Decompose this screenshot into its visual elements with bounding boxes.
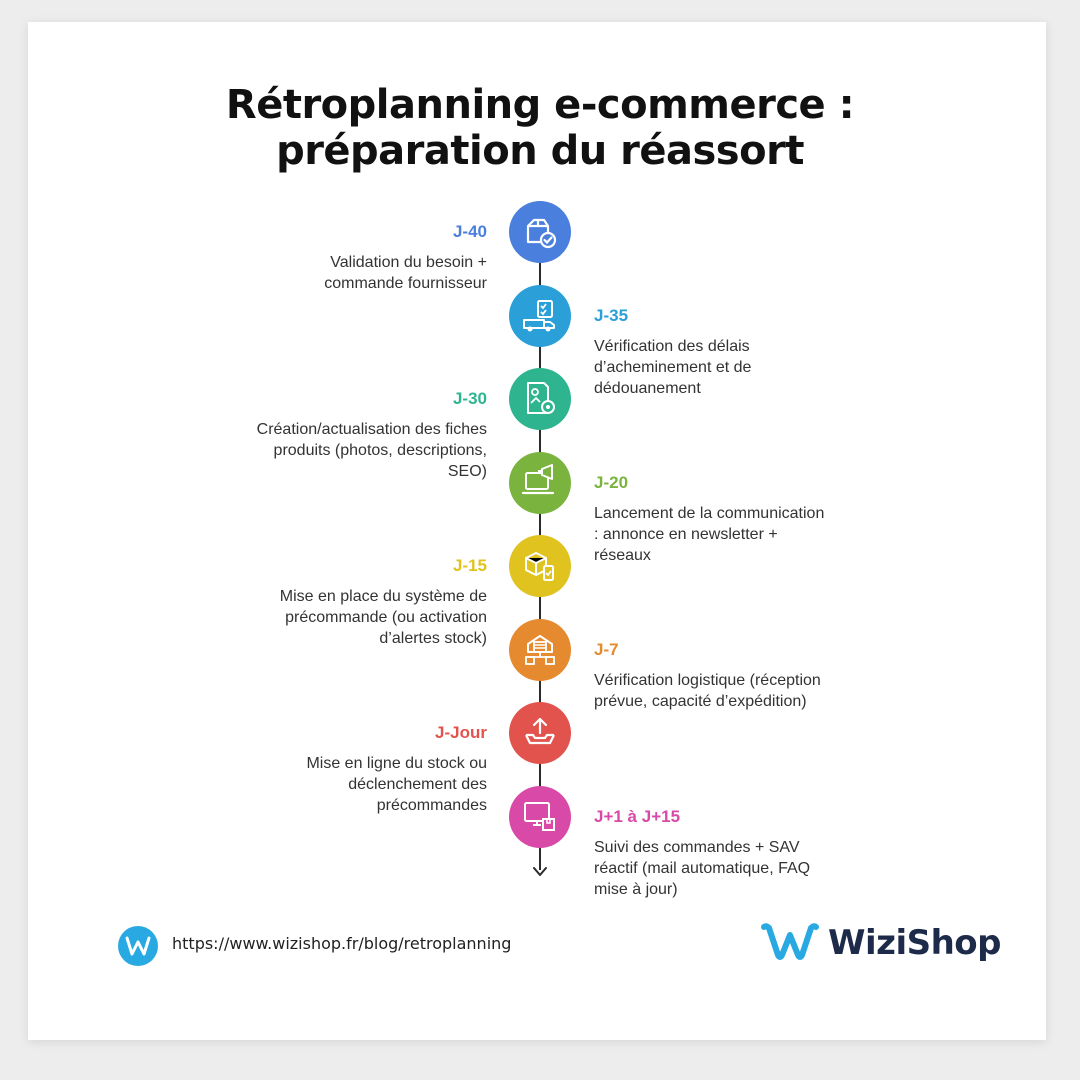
delivery-truck-icon <box>523 299 555 331</box>
timeline-node-2 <box>509 284 571 347</box>
step-description-line: précommande (ou activation <box>285 609 487 626</box>
source-url: https://www.wizishop.fr/blog/retroplanni… <box>172 934 512 953</box>
step-description-line: commande fournisseur <box>324 275 487 292</box>
step-description-line: : annonce en newsletter + <box>594 525 778 543</box>
step-description-line: déclenchement des <box>348 776 487 793</box>
step-description: Vérification des délais d’acheminement et… <box>594 336 894 399</box>
step-description-line: d’alertes stock) <box>379 630 487 647</box>
step-tag: J-30 <box>452 389 487 408</box>
step-tag: J+1 à J+15 <box>594 806 681 826</box>
timeline-node-4 <box>509 451 571 514</box>
step-description: Mise en ligne du stock ou déclenchement d… <box>187 753 487 816</box>
brand-name: WiziShop <box>828 923 1002 963</box>
title-line-1: Rétroplanning e-commerce : <box>225 82 855 128</box>
step-tag: J-15 <box>452 556 487 575</box>
step-description-line: SEO) <box>447 463 487 480</box>
step-tag: J-40 <box>452 222 487 241</box>
step-description-line: Vérification logistique (réception <box>594 671 821 689</box>
step-description: Suivi des commandes + SAV réactif (mail a… <box>594 837 894 900</box>
step-description: Vérification logistique (réception prévue… <box>594 670 894 712</box>
timeline-node-7 <box>509 702 571 764</box>
step-tag: J-20 <box>594 472 629 492</box>
box-phone-icon <box>525 552 554 581</box>
laptop-megaphone-icon <box>521 463 555 494</box>
upload-tray-icon <box>525 717 555 745</box>
step-description-line: Mise en ligne du stock ou <box>306 755 487 772</box>
step-description-line: produits (photos, descriptions, <box>273 442 487 459</box>
title-line-2: préparation du réassort <box>276 128 804 174</box>
step-description-line: Suivi des commandes + SAV <box>594 838 800 856</box>
timeline-node-3 <box>509 368 571 430</box>
monitor-package-icon <box>524 801 555 831</box>
step-description: Validation du besoin + commande fournisse… <box>187 252 487 294</box>
step-description-line: réactif (mail automatique, FAQ <box>594 859 811 877</box>
step-description-line: précommandes <box>376 797 487 814</box>
timeline-node-6 <box>509 618 571 681</box>
step-tag: J-35 <box>594 305 629 325</box>
step-description-line: mise à jour) <box>594 880 678 898</box>
timeline-node-1 <box>509 201 571 263</box>
timeline-arrow-icon <box>533 867 547 876</box>
timeline-node-5 <box>509 535 571 597</box>
step-description-line: Lancement de la communication <box>594 504 825 522</box>
step-description: Mise en place du système de précommande (… <box>187 586 487 649</box>
step-tag: J-7 <box>594 639 619 659</box>
wizishop-logo-icon <box>761 923 819 960</box>
step-description-line: dédouanement <box>594 379 701 397</box>
warehouse-icon <box>525 634 555 665</box>
step-description-line: d’acheminement et de <box>594 358 752 376</box>
step-description: Création/actualisation des fiches produit… <box>187 419 487 482</box>
box-check-icon <box>526 218 557 249</box>
brand-logo: WiziShop <box>760 918 1002 968</box>
step-tag: J-Jour <box>435 723 487 742</box>
timeline-node-8 <box>509 785 571 848</box>
step-description-line: Validation du besoin + <box>330 254 487 271</box>
step-description-line: Vérification des délais <box>594 337 750 355</box>
wizishop-badge-icon <box>118 926 158 966</box>
product-sheet-gear-icon <box>527 382 555 414</box>
step-description-line: prévue, capacité d’expédition) <box>594 692 807 710</box>
step-description-line: Mise en place du système de <box>279 588 487 605</box>
step-description-line: Création/actualisation des fiches <box>256 421 487 438</box>
page-title: Rétroplanning e-commerce : préparation d… <box>0 82 1080 174</box>
step-description-line: réseaux <box>594 546 651 564</box>
step-description: Lancement de la communication : annonce e… <box>594 503 894 566</box>
